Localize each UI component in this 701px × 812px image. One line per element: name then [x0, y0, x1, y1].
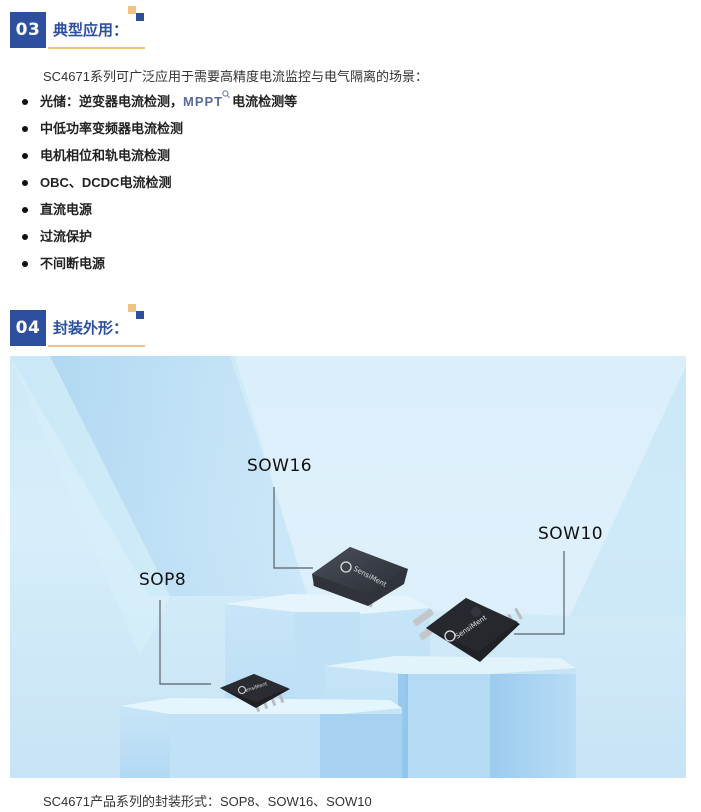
list-item: 过流保护 [0, 223, 297, 250]
package-illustration: SensiMent SensiMent [10, 356, 686, 778]
list-item-text: 过流保护 [40, 229, 93, 244]
list-item-text: OBC、DCDC电流检测 [40, 175, 172, 190]
bullet-icon [22, 180, 28, 186]
list-item-text: 直流电源 [40, 202, 93, 217]
decor-square-blue [136, 311, 144, 319]
sop8-chip: ensiMent [220, 674, 290, 713]
package-figure: SensiMent SensiMent [10, 356, 686, 778]
list-item-text: 中低功率变频器电流检测 [40, 121, 184, 136]
list-item: 电机相位和轨电流检测 [0, 142, 297, 169]
sop8-label: SOP8 [139, 570, 187, 590]
list-item-text: 光储：逆变器电流检测， [40, 94, 184, 109]
sow16-chip: SensiMent [312, 547, 408, 608]
mppt-link[interactable]: MPPT [183, 94, 224, 109]
sow10-label: SOW10 [538, 524, 604, 544]
decor-square-blue [136, 13, 144, 21]
sow10-chip: SensiMent [413, 598, 523, 662]
bullet-icon [22, 207, 28, 213]
bullet-icon [22, 261, 28, 267]
bullet-icon [22, 126, 28, 132]
title-underline [48, 345, 145, 347]
list-item-text: 电流检测等 [232, 94, 298, 109]
section-header-04: 04 封装外形： [10, 304, 150, 348]
list-item: 直流电源 [0, 196, 297, 223]
applications-list: 光储：逆变器电流检测，MPPT 电流检测等 中低功率变频器电流检测 电机相位和轨电… [0, 88, 297, 277]
bullet-icon [22, 234, 28, 240]
figure-caption: SC4671产品系列的封装形式：SOP8、SOW16、SOW10 [43, 794, 372, 809]
section-number-badge: 04 [10, 310, 46, 346]
sow10-leader-line [514, 551, 565, 635]
list-item-text: 电机相位和轨电流检测 [40, 148, 171, 163]
section-header-03: 03 典型应用： [10, 6, 150, 50]
list-item-text: 不间断电源 [40, 256, 106, 271]
list-item: 光储：逆变器电流检测，MPPT 电流检测等 [0, 88, 297, 115]
section-title: 典型应用： [53, 21, 129, 39]
list-item: 中低功率变频器电流检测 [0, 115, 297, 142]
sop8-leader-line [159, 600, 211, 685]
decor-square-orange [128, 6, 136, 14]
applications-intro: SC4671系列可广泛应用于需要高精度电流监控与电气隔离的场景： [43, 69, 428, 84]
section-title: 封装外形： [53, 319, 129, 337]
decor-square-orange [128, 304, 136, 312]
search-icon[interactable] [222, 81, 231, 108]
bullet-icon [22, 99, 28, 105]
sow16-label: SOW16 [247, 456, 313, 476]
list-item: OBC、DCDC电流检测 [0, 169, 297, 196]
section-number-badge: 03 [10, 12, 46, 48]
list-item: 不间断电源 [0, 250, 297, 277]
title-underline [48, 47, 145, 49]
sow16-leader-line [273, 487, 313, 569]
bullet-icon [22, 153, 28, 159]
